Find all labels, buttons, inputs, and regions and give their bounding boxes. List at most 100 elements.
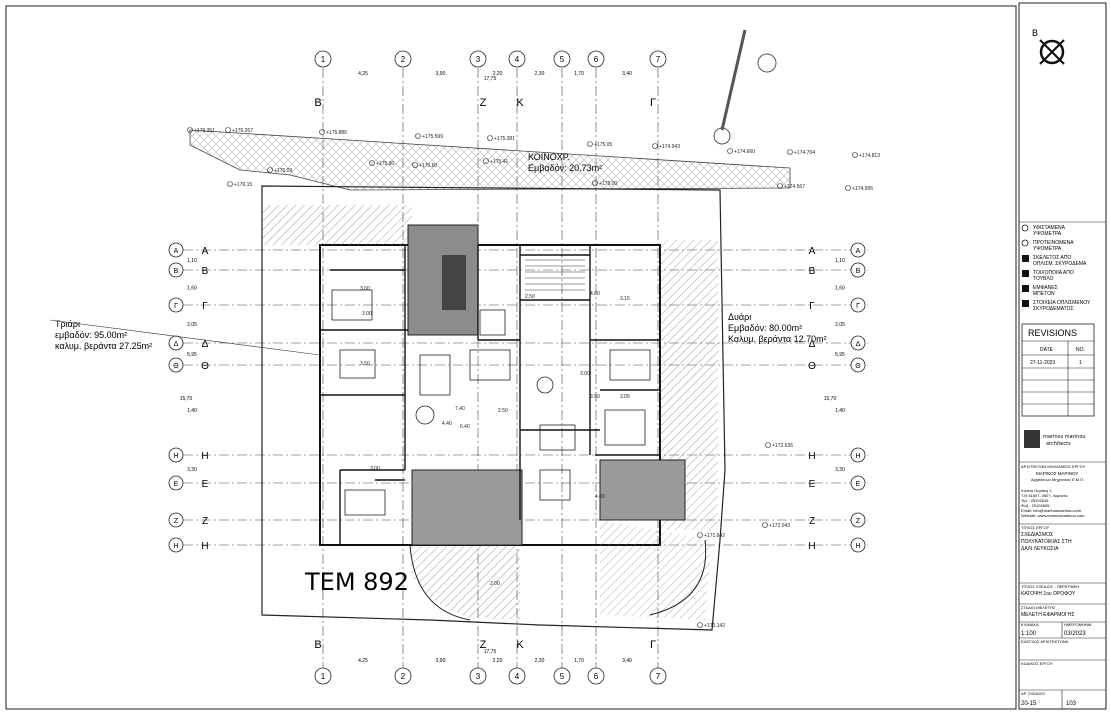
north-label: Β — [1032, 28, 1038, 38]
section-mark-bottom: Β — [314, 639, 321, 651]
level-label: +176.15 — [234, 182, 252, 188]
grid-column-label: 3 — [476, 672, 481, 681]
grid-bubble — [168, 262, 184, 278]
grid-bubble — [850, 537, 866, 553]
grid-row-label: Ζ — [174, 518, 179, 525]
grid-bubble — [168, 335, 184, 351]
section-mark-bottom: Ζ — [480, 639, 487, 651]
level-label: +174.567 — [784, 184, 805, 190]
grid-column-label: 6 — [594, 672, 599, 681]
grid-row-letter: Ε — [809, 479, 816, 490]
grid-row-label: Γ — [856, 303, 860, 310]
code-caption: ΚΩΔΙΚΟΣ ΕΡΓΟΥ — [1021, 661, 1053, 666]
level-label: +175.05 — [594, 142, 612, 148]
grid-bubble — [168, 475, 184, 491]
room-dimension: 7.40 — [455, 406, 465, 412]
north-arrow-icon — [1039, 39, 1065, 65]
room-dimension: 3.15 — [620, 296, 630, 302]
grid-bubble — [394, 50, 412, 68]
level-label: +175.60 — [419, 163, 437, 169]
legend-label: ΥΦΙΣΤΑΜΕΝΑ — [1033, 225, 1066, 231]
grid-bubble — [168, 537, 184, 553]
grid-bubble — [587, 50, 605, 68]
column-dimension: 1,70 — [574, 658, 584, 664]
level-label: +175.886 — [326, 130, 347, 136]
row-dimension: 1,40 — [187, 408, 197, 414]
row-dimension: 1,40 — [835, 408, 845, 414]
level-label: +174.813 — [859, 153, 880, 159]
label-3room: Τριάρι εμβαδόν: 95.00m² καλυμ. βεράντα 2… — [55, 319, 152, 351]
address-1: Κώστα Ουράνη 2, — [1021, 488, 1053, 493]
grid-bubble — [168, 357, 184, 373]
section-mark-top: Γ — [650, 97, 656, 109]
row-dimension: 2,05 — [187, 322, 197, 328]
website: Website: www.marinosmarinou.com — [1021, 513, 1085, 518]
grid-row-label: Η — [173, 543, 178, 550]
grid-bubble — [850, 357, 866, 373]
grid-row-letter: Β — [202, 266, 209, 277]
grid-bubble — [469, 50, 487, 68]
level-label: +170.142 — [704, 623, 725, 629]
row-dimension: 1,60 — [835, 286, 845, 292]
level-labels: +176.351+176.267+175.886+175.599+175.381… — [187, 127, 880, 629]
room-dimension: 3.05 — [620, 394, 630, 400]
room-dimension: 3.50 — [360, 361, 370, 367]
room-dimension: 3.00 — [370, 466, 380, 472]
hatch-area — [600, 520, 712, 620]
level-label: +176.267 — [232, 128, 253, 134]
unit-2room-title: Δυάρι — [728, 312, 751, 322]
pole — [720, 29, 747, 131]
architect-caption: ΑΡΧΙΤΕΚΤΩΝ ΜΗΧΑΝΙΚΟΣ ΕΡΓΟΥ — [1021, 464, 1086, 469]
column-dimension: 1,70 — [574, 71, 584, 77]
grid-column-label: 7 — [656, 672, 661, 681]
level-marker-icon — [697, 622, 703, 628]
level-label: +172.043 — [769, 523, 790, 529]
grid-row-letter: Ε — [202, 479, 209, 490]
level-label: +174.943 — [659, 144, 680, 150]
column-dimension: 3,90 — [436, 71, 446, 77]
level-marker-icon — [187, 127, 193, 133]
grid-column-label: 4 — [515, 55, 520, 64]
project-line-3: ΔΑΛΙ ΛΕΥΚΩΣΙΑ — [1021, 546, 1059, 552]
grid-column-label: 4 — [515, 672, 520, 681]
row-dimension: 3,30 — [835, 467, 845, 473]
level-marker-icon — [852, 152, 858, 158]
label-common: ΚΟΙΝΟΧΡ. Εμβαδόν: 20.73m² — [528, 152, 602, 173]
veranda-2room — [599, 459, 686, 521]
grid-bubble — [394, 667, 412, 685]
lot-label: ΤΕΜ 892 — [304, 568, 409, 596]
grid-bubble — [850, 512, 866, 528]
legend-swatch — [1022, 300, 1029, 307]
level-label: +176.09 — [274, 168, 292, 174]
sheet-no: 103 — [1066, 701, 1077, 707]
grid-bubble — [168, 242, 184, 258]
unit-3room-veranda: καλυμ. βεράντα 27.25m² — [55, 341, 152, 351]
legend-label: ΤΟΙΧΟΠΟΙΙΑ ΑΠΟ — [1033, 270, 1074, 276]
row-dimension: 5,95 — [187, 352, 197, 358]
level-marker-icon — [483, 158, 489, 164]
legend-level-icon — [1021, 239, 1029, 247]
grid-bubble — [850, 297, 866, 313]
grid-row-letter: Η — [808, 451, 815, 462]
level-marker-icon — [762, 522, 768, 528]
scale: 1:100 — [1021, 631, 1037, 637]
grid-row-label: Θ — [173, 363, 179, 370]
leader-line — [49, 319, 321, 356]
stage-caption: ΣΤΑΔΙΟ ΜΕΛΕΤΗΣ — [1021, 605, 1056, 610]
grid-column-label: 3 — [476, 55, 481, 64]
job-no: 20-15 — [1021, 701, 1037, 707]
level-marker-icon — [587, 141, 593, 147]
column-total: 17,75 — [484, 649, 497, 655]
date-caption: ΗΜΕΡΟΜΗΝΙΑ — [1064, 622, 1092, 627]
column-total: 17,75 — [484, 76, 497, 82]
check-caption: ΕΛΕΓΧΟΣ ΑΡΧΙΤΕΚΤΟΝΑ — [1021, 639, 1069, 644]
scale-caption: ΚΛΙΜΑΚΑ — [1021, 622, 1039, 627]
level-marker-icon — [319, 129, 325, 135]
legend-label: ΠΡΟΤΕΙΝΟΜΕΝΑ — [1033, 240, 1074, 246]
grid-column-label: 1 — [321, 672, 326, 681]
level-label: +176.351 — [194, 128, 215, 134]
rev-date-label: DATE — [1040, 347, 1054, 353]
room-dimension: 4.00 — [595, 494, 605, 500]
